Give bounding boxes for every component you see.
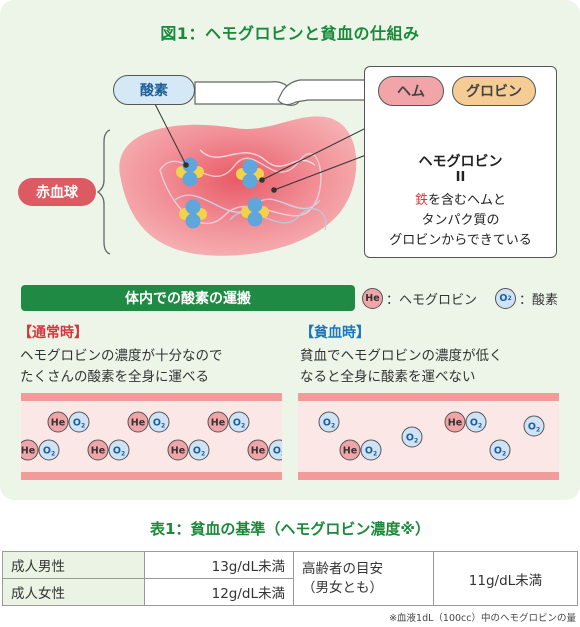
transport-title: 体内での酸素の運搬 xyxy=(21,285,355,311)
oxygen-chip: O2 xyxy=(68,411,90,433)
info-equals: II xyxy=(455,170,466,185)
row-label-female: 成人女性 xyxy=(2,578,145,606)
elderly-value: 11g/dL未満 xyxy=(433,551,578,606)
oxygen-chip: O2 xyxy=(401,426,423,448)
iron-text: 鉄 xyxy=(414,193,428,208)
info-line2: タンパク質の xyxy=(421,213,500,228)
hemoglobin-chip: He xyxy=(127,411,149,433)
svg-text:He: He xyxy=(21,446,35,457)
legend-hemoglobin: He ：ヘモグロビン xyxy=(362,288,477,309)
oxygen-chip: O2 xyxy=(228,411,250,433)
oxygen-chip: O2 xyxy=(489,439,511,461)
normal-blood-vessel: HeO2HeO2HeO2HeO2HeO2HeO2HeO2 xyxy=(21,393,282,480)
hemoglobin-chip: He xyxy=(444,411,466,433)
table-row: 成人女性 12g/dL未満 xyxy=(2,578,578,606)
normal-desc-line-2: たくさんの酸素を全身に運べる xyxy=(20,369,209,385)
svg-text:He: He xyxy=(131,418,145,429)
info-line1: 鉄を含むヘムと xyxy=(365,189,556,208)
footnote: ※血液1dL（100cc）中のヘモグロビンの量 xyxy=(389,613,576,624)
info-heading: ヘモグロビン xyxy=(418,154,503,170)
svg-text:He: He xyxy=(448,418,462,429)
row-value-female: 12g/dL未満 xyxy=(144,578,294,606)
row-value-male: 13g/dL未満 xyxy=(144,551,294,579)
info-line1-rest: を含むヘムと xyxy=(428,193,507,208)
svg-text:He: He xyxy=(171,446,185,457)
hemoglobin-chip: He xyxy=(247,439,269,461)
oxygen-chip: O2 xyxy=(38,439,60,461)
svg-text:He: He xyxy=(343,446,357,457)
hemoglobin-chip: He xyxy=(167,439,189,461)
oxygen-chip: O2 xyxy=(188,439,210,461)
table-title: 表1：貧血の基準（ヘモグロビン濃度※） xyxy=(149,520,431,538)
hand-right-icon xyxy=(277,79,369,106)
anemia-heading: 【貧血時】 xyxy=(300,325,370,341)
legend-o2-text: ：酸素 xyxy=(519,293,559,308)
hemoglobin-molecules-icon xyxy=(176,157,269,229)
anemia-description: 貧血でヘモグロビンの濃度が低く なると全身に酸素を運べない xyxy=(300,346,503,388)
brace-icon xyxy=(96,129,111,255)
elderly-label-line-2: （男女とも） xyxy=(302,579,383,596)
oxygen-chip: O2 xyxy=(268,439,282,461)
oxygen-label: 酸素 xyxy=(113,75,195,105)
anemia-desc-line-2: なると全身に酸素を運べない xyxy=(300,369,476,385)
svg-text:He: He xyxy=(91,446,105,457)
rbc-illustration xyxy=(96,79,496,256)
info-line3: グロビンからできている xyxy=(389,233,532,248)
globin-label: グロビン xyxy=(452,76,536,106)
oxygen-chip: O2 xyxy=(523,415,545,437)
red-blood-cell-label: 赤血球 xyxy=(18,178,96,206)
hemoglobin-chip: He xyxy=(339,439,361,461)
svg-text:He: He xyxy=(251,446,265,457)
hemoglobin-chip: He xyxy=(21,439,39,461)
legend-he-chip: He xyxy=(362,288,383,309)
anemia-desc-line-1: 貧血でヘモグロビンの濃度が低く xyxy=(300,348,503,364)
hemoglobin-chip: He xyxy=(207,411,229,433)
normal-desc-line-1: ヘモグロビンの濃度が十分なので xyxy=(20,348,223,364)
anemia-criteria-table: 成人男性 13g/dL未満 高齢者の目安 （男女とも） 11g/dL未満 成人女… xyxy=(2,551,578,606)
elderly-label: 高齢者の目安 （男女とも） xyxy=(293,551,434,606)
oxygen-chip: O2 xyxy=(108,439,130,461)
normal-heading: 【通常時】 xyxy=(18,325,88,341)
figure-title: 図1：ヘモグロビンと貧血の仕組み xyxy=(160,24,420,43)
table-row: 成人男性 13g/dL未満 高齢者の目安 （男女とも） 11g/dL未満 xyxy=(2,551,578,606)
heme-label: ヘム xyxy=(378,76,444,106)
hemoglobin-chip: He xyxy=(47,411,69,433)
svg-text:He: He xyxy=(51,418,65,429)
hemoglobin-chip: He xyxy=(87,439,109,461)
legend-he-text: ：ヘモグロビン xyxy=(386,293,478,308)
oxygen-chip: O2 xyxy=(360,439,382,461)
oxygen-chip: O2 xyxy=(318,411,340,433)
oxygen-chip: O2 xyxy=(465,411,487,433)
elderly-label-line-1: 高齢者の目安 xyxy=(302,560,383,577)
normal-description: ヘモグロビンの濃度が十分なので たくさんの酸素を全身に運べる xyxy=(20,346,223,388)
svg-text:O2: O2 xyxy=(273,446,282,458)
svg-text:He: He xyxy=(211,418,225,429)
oxygen-chip: O2 xyxy=(148,411,170,433)
row-label-male: 成人男性 xyxy=(2,551,145,579)
